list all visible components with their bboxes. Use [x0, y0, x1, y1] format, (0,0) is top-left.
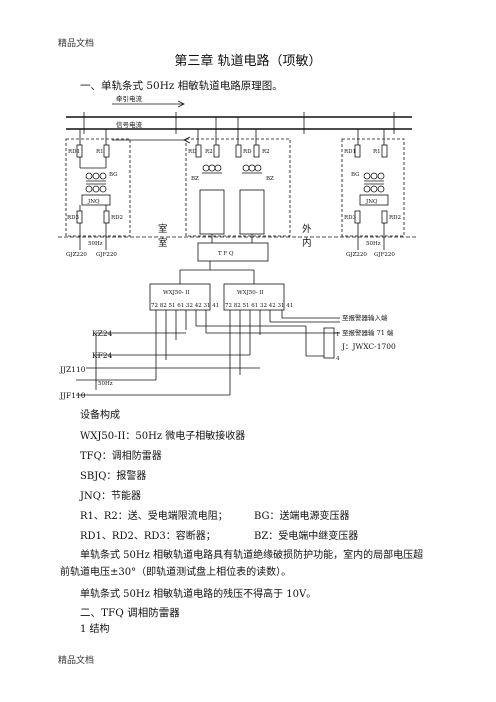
relay-pin-4: 4 [336, 356, 340, 362]
indoor-label-2: 室 [158, 237, 168, 249]
signal-current-label: 信号电流 [116, 120, 143, 129]
mid-r2-right-label: R2 [262, 149, 270, 155]
page-footer: 精品文档 [58, 656, 95, 666]
outdoor-label-2: 内 [302, 237, 312, 249]
relay-pin-1: 1 [336, 332, 340, 338]
mid-bz-right-label: BZ [266, 176, 274, 182]
right-rd3-label: RD3 [344, 215, 357, 221]
left-jnq-label: JNQ [87, 199, 100, 205]
jjf110-label: JJF110 [59, 391, 86, 400]
left-gjz-label: GJZ220 [66, 252, 87, 258]
right-gjf-label: GJF220 [374, 252, 395, 258]
section-2-1-heading: 1 结构 [80, 624, 110, 635]
left-rd2-label: RD2 [111, 215, 123, 221]
left-50hz-label: 50Hz [88, 241, 103, 247]
right-rd1-label: RD1 [344, 149, 356, 155]
equipment-item-wxj: WXJ50-II：50Hz 微电子相敏接收器 [80, 431, 246, 442]
equipment-item-jnq: JNQ：节能器 [80, 491, 141, 502]
equipment-item-bg: BG：送端电源变压器 [254, 511, 350, 522]
wxj-right-terminals: 72 82 51 61 32 42 31 41 [225, 303, 293, 309]
equipment-item-r1r2: R1、R2：送、受电端限流电阻； [80, 511, 228, 522]
paragraph-phase: 单轨条式 50Hz 相敏轨道电路具有轨道绝缘破损防护功能，室内的局部电压超前轨道… [60, 550, 424, 578]
tfq-label: T F Q [218, 251, 234, 257]
traction-current-label: 牵引电流 [116, 94, 143, 103]
kz24-label: KZ24 [92, 329, 113, 338]
equipment-item-sbjq: SBJQ：报警器 [80, 471, 147, 482]
circuit-diagram: 牵引电流 信号电流 RD1 R1 BG JNQ RD3 RD2 50Hz GJZ… [58, 94, 416, 400]
mid-bz-left-label: BZ [191, 176, 199, 182]
chapter-title: 第三章 轨道电路（项敏） [174, 54, 322, 69]
outdoor-label-1: 外 [302, 223, 312, 235]
left-bg-label: BG [109, 172, 118, 178]
wxj-right-label: WXJ50- II [237, 290, 264, 296]
indoor-label-1: 室 [158, 223, 168, 235]
right-gjz-label: GJZ220 [346, 252, 367, 258]
paragraph-residual-voltage: 单轨条式 50Hz 相敏轨道电路的残压不得高于 10V。 [80, 589, 317, 600]
alarm-input-label: 至报警器输入端 [342, 313, 388, 322]
left-gjf-label: GJF220 [96, 252, 117, 258]
mid-rd-right-label: RD [243, 149, 252, 155]
kf24-label: KF24 [92, 351, 113, 360]
equipment-item-tfq: TFQ：调相防雷器 [80, 451, 162, 462]
50hz-supply-label: 50Hz [98, 381, 113, 387]
mid-r2-left-label: R2 [205, 149, 213, 155]
equipment-heading: 设备构成 [80, 410, 120, 421]
mid-rd-left-label: RD [188, 149, 197, 155]
left-r1-label: R1 [96, 149, 104, 155]
jjz110-label: JJZ110 [59, 365, 86, 374]
wxj-left-label: WXJ50- II [163, 290, 190, 296]
page-header: 精品文档 [58, 39, 95, 49]
left-rd1-label: RD1 [68, 149, 80, 155]
relay-label: J：JWXC-1700 [341, 342, 396, 351]
equipment-item-bz: BZ：受电端中继变压器 [254, 531, 359, 542]
section-2-heading: 二、TFQ 调相防雷器 [80, 607, 180, 619]
section-1-heading: 一、单轨条式 50Hz 相敏轨道电路原理图。 [80, 80, 283, 92]
right-bg-label: BG [351, 172, 360, 178]
right-jnq-label: JNQ [365, 199, 378, 205]
alarm-71-label: 至报警器输 71 端 [342, 328, 394, 337]
right-50hz-label: 50Hz [366, 241, 381, 247]
right-rd2-label: RD2 [389, 215, 401, 221]
wxj-left-terminals: 72 82 51 61 32 42 31 41 [151, 303, 219, 309]
equipment-item-rd: RD1、RD2、RD3：容断器； [80, 531, 216, 542]
left-rd3-label: RD3 [67, 215, 80, 221]
right-r1-label: R1 [373, 149, 381, 155]
